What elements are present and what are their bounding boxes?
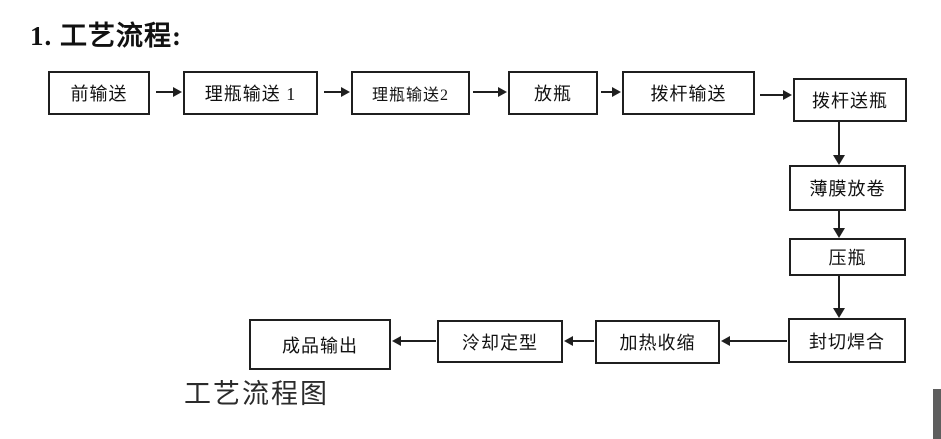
flow-node-label: 薄膜放卷 [809, 179, 886, 199]
right-edge-bar [933, 389, 941, 439]
flow-node-label: 理瓶输送 1 [204, 84, 297, 104]
figure-caption: 工艺流程图 [184, 379, 329, 409]
flow-node-label: 压瓶 [828, 248, 867, 268]
flow-arrow [833, 276, 845, 318]
flow-node-film-unwinding: 薄膜放卷 [789, 165, 906, 211]
flow-arrow [833, 122, 845, 165]
flow-node-bottle-pressing: 压瓶 [789, 238, 906, 276]
flow-node-bottle-placing: 放瓶 [508, 71, 598, 115]
flow-node-heat-shrink: 加热收缩 [595, 320, 720, 364]
flow-node-front-conveyor: 前输送 [48, 71, 150, 115]
flow-node-bottle-unscrambler-1: 理瓶输送 1 [183, 71, 318, 115]
flow-node-label: 前输送 [70, 84, 128, 104]
flow-node-lever-bottle-feed: 拨杆送瓶 [793, 78, 907, 122]
flow-node-seal-cut-weld: 封切焊合 [788, 318, 906, 363]
flow-node-label: 放瓶 [534, 84, 572, 104]
flow-arrow [392, 335, 436, 347]
flow-arrow [156, 86, 182, 98]
flow-node-label: 封切焊合 [809, 331, 885, 352]
flow-arrow [564, 335, 594, 347]
flow-arrow [601, 86, 621, 98]
flow-node-finished-output: 成品输出 [249, 319, 391, 370]
flow-arrow [721, 335, 787, 347]
flow-node-label: 泠却定型 [462, 332, 538, 353]
flow-arrow [833, 211, 845, 238]
flow-arrow [760, 89, 792, 101]
section-title: 1. 工艺流程: [30, 21, 182, 51]
flow-node-label: 拨杆送瓶 [812, 91, 888, 111]
flow-node-label: 加热收缩 [619, 333, 696, 353]
flow-node-label: 拨杆输送 [650, 84, 727, 104]
flow-arrow [324, 86, 350, 98]
flow-node-label: 理瓶输送2 [371, 87, 449, 104]
flow-node-bottle-unscrambler-2: 理瓶输送2 [351, 71, 470, 115]
flow-node-label: 成品输出 [282, 335, 358, 356]
flow-node-lever-conveyor: 拨杆输送 [622, 71, 755, 115]
flow-node-cooling-setting: 泠却定型 [437, 320, 563, 363]
flow-arrow [473, 86, 507, 98]
